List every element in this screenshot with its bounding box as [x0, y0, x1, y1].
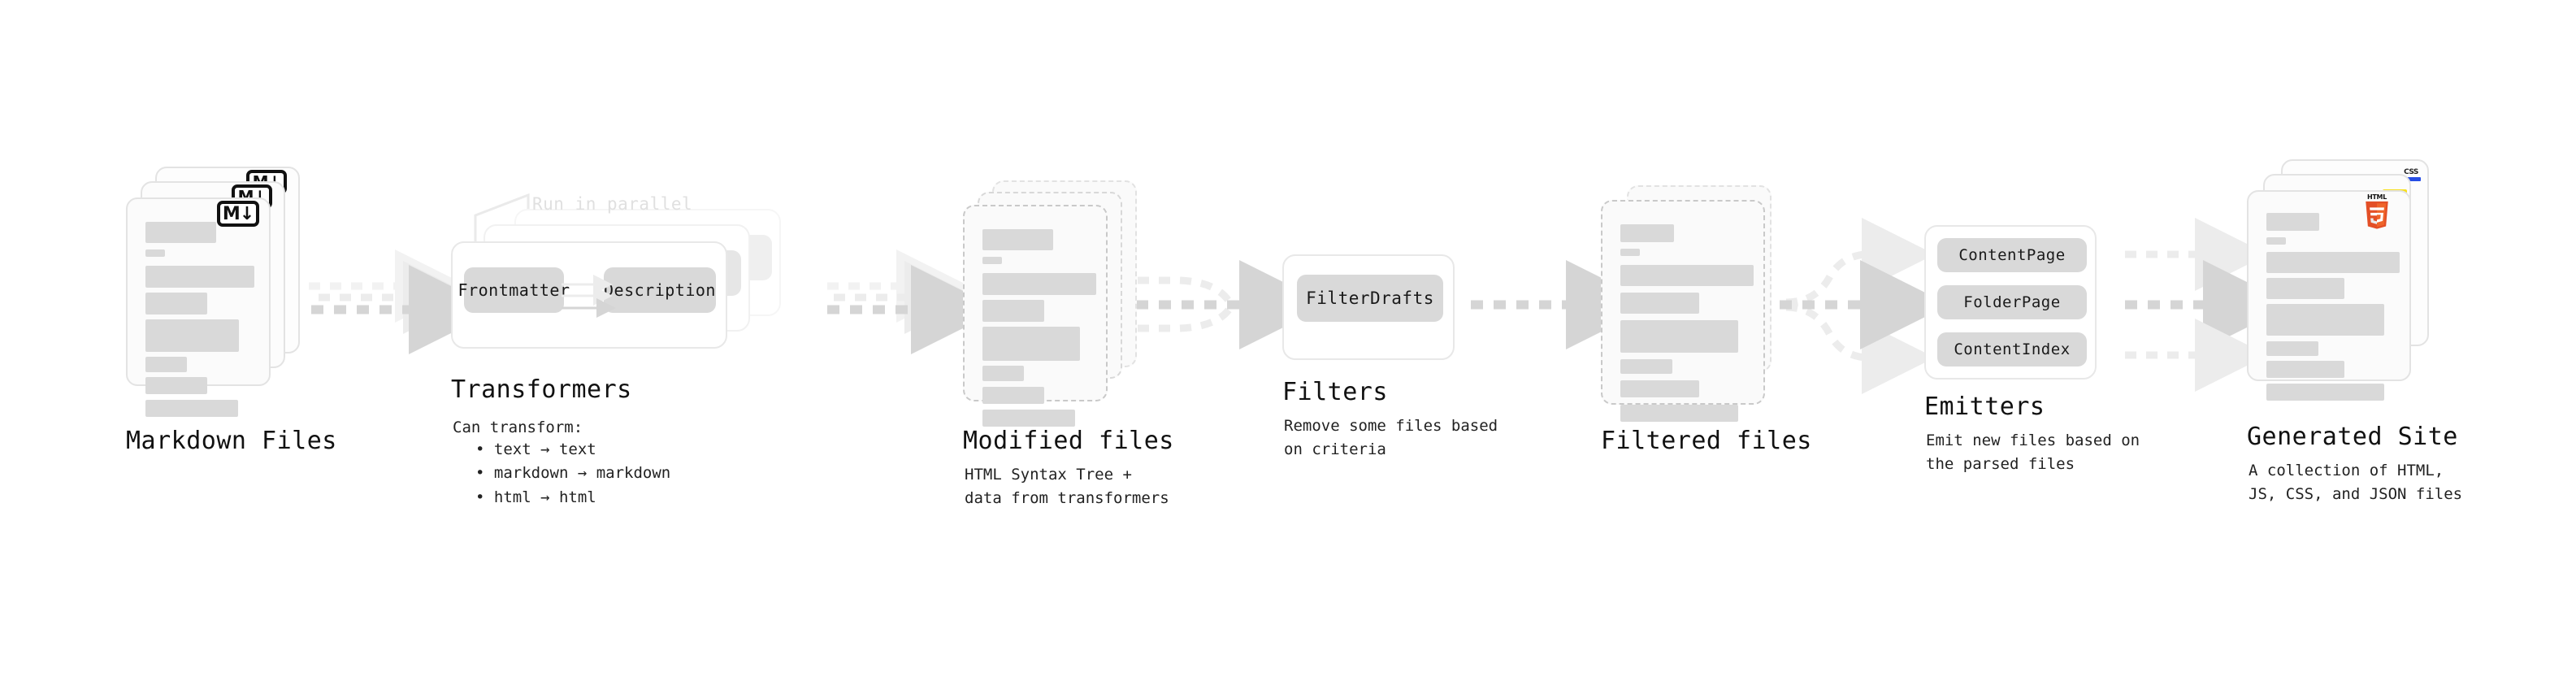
css-badge: CSS [2401, 168, 2421, 181]
connector-emitters-to-site [2125, 218, 2292, 392]
skeleton-bar [145, 249, 165, 257]
skeleton-bar [982, 300, 1044, 322]
markdown-card-stack: M↓ M↓ M↓ [126, 167, 301, 417]
modified-card-front [963, 205, 1108, 427]
stage-subtitle-emitters: Emit new files based on the parsed files [1926, 432, 2140, 473]
skeleton-bar [145, 222, 216, 243]
transformer-pill-description[interactable]: Description [604, 267, 716, 313]
emitters-box[interactable]: ContentPage FolderPage ContentIndex [1924, 225, 2097, 380]
skeleton-bar [145, 377, 207, 394]
markdown-badge-front: M↓ [217, 201, 259, 227]
stage-title-emitters: Emitters [1924, 393, 2045, 421]
skeleton-bar [145, 400, 238, 417]
bullet-item: • html → html [475, 488, 596, 506]
connector-transformers-to-modified [827, 249, 1000, 354]
skeleton-bar [145, 293, 207, 314]
stage-generated-site: CSS HTML [2247, 159, 2434, 403]
stage-markdown-files: M↓ M↓ M↓ [126, 167, 301, 417]
stage-subtitle-modified-files: HTML Syntax Tree + data from transformer… [965, 466, 1169, 507]
stage-filtered-files [1601, 185, 1776, 422]
emitter-pill-contentpage[interactable]: ContentPage [1937, 238, 2087, 272]
stage-title-filters: Filters [1282, 378, 1388, 406]
filtered-card-stack [1601, 185, 1776, 422]
skeleton-bar [1620, 249, 1640, 256]
skeleton-bar [2266, 304, 2384, 336]
annotation-run-in-parallel: Run in parallel [532, 194, 693, 214]
connector-modified-to-filters [1136, 260, 1329, 349]
skeleton-bar [2266, 278, 2344, 299]
skeleton-bar [1620, 405, 1738, 422]
stage-title-filtered-files: Filtered files [1601, 427, 1812, 455]
modified-card-stack [963, 180, 1138, 427]
connector-filtered-to-emitters [1780, 218, 1949, 394]
transformers-bullet-list: • text → text • markdown → markdown • ht… [458, 438, 670, 510]
skeleton-bar [982, 387, 1044, 404]
bullet-item: • text → text [475, 440, 596, 458]
skeleton-bar [2266, 361, 2344, 378]
skeleton-bar [2266, 252, 2400, 273]
connector-md-to-transformers [309, 249, 498, 354]
skeleton-bar [2266, 341, 2318, 356]
skeleton-bar [982, 366, 1024, 381]
markdown-card-front [126, 197, 271, 417]
stage-title-markdown-files: Markdown Files [126, 427, 337, 455]
skeleton-bar [145, 266, 254, 288]
filters-box[interactable]: FilterDrafts [1282, 254, 1455, 360]
skeleton-bar [145, 357, 187, 372]
skeleton-bar [982, 229, 1053, 250]
skeleton-bar [145, 319, 239, 352]
filtered-card-front [1601, 200, 1765, 422]
skeleton-bar [1620, 224, 1674, 242]
skeleton-bar [982, 257, 1002, 264]
skeleton-bar [1620, 265, 1754, 286]
stage-subtitle-generated-site: A collection of HTML, JS, CSS, and JSON … [2249, 462, 2463, 503]
skeleton-bar [2266, 213, 2319, 231]
site-card-stack: CSS HTML [2247, 159, 2434, 403]
css-badge-label: CSS [2404, 168, 2418, 176]
svg-text:HTML: HTML [2367, 193, 2387, 201]
skeleton-bar [2266, 237, 2286, 245]
emitter-pill-contentindex[interactable]: ContentIndex [1937, 332, 2087, 367]
skeleton-bar [1620, 293, 1699, 314]
transformer-pill-frontmatter[interactable]: Frontmatter [458, 267, 570, 313]
skeleton-bar [982, 273, 1096, 295]
skeleton-bar [1620, 380, 1699, 397]
stage-subtitle-transformers: Can transform: [453, 419, 583, 436]
emitter-pill-folderpage[interactable]: FolderPage [1937, 285, 2087, 319]
skeleton-bar [982, 327, 1080, 361]
stage-title-transformers: Transformers [451, 375, 632, 404]
skeleton-bar [1620, 359, 1672, 374]
skeleton-bar [1620, 320, 1738, 353]
skeleton-bar [982, 410, 1075, 427]
stage-modified-files [963, 180, 1138, 427]
bullet-item: • markdown → markdown [475, 464, 671, 483]
stage-title-generated-site: Generated Site [2247, 423, 2458, 451]
stage-title-modified-files: Modified files [963, 427, 1174, 455]
skeleton-bar [2266, 384, 2384, 401]
filter-pill-filterdrafts[interactable]: FilterDrafts [1297, 275, 1443, 322]
transformer-inner-arrows [562, 275, 616, 318]
stage-subtitle-filters: Remove some files based on criteria [1284, 417, 1498, 458]
html5-icon: HTML [2366, 193, 2388, 229]
